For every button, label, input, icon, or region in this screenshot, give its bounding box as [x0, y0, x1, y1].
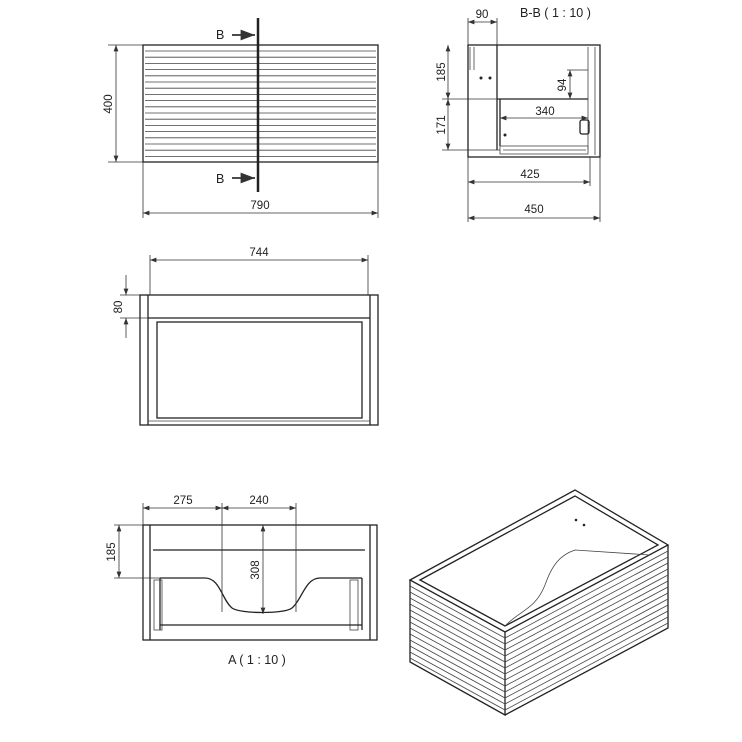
- slat-line: [504, 550, 669, 639]
- slat-line: [409, 627, 506, 681]
- dim-inner-depth: 425: [520, 169, 539, 181]
- slat-line: [504, 610, 669, 699]
- slat-line: [504, 568, 669, 657]
- slat-line: [504, 592, 669, 681]
- dim-drawer-depth: 340: [535, 106, 554, 118]
- view-a: 275 240 185 308 A ( 1 : 10 ): [106, 495, 378, 667]
- dim-depth: 450: [524, 204, 543, 216]
- dim-top: 90: [476, 9, 489, 21]
- slat-line: [504, 580, 669, 669]
- isometric-view: [408, 489, 670, 717]
- section-view: B-B ( 1 : 10 ) 90 185 171 94 340 425 450: [436, 6, 601, 222]
- dim-a-depth: 185: [106, 542, 118, 561]
- front-slats: [145, 50, 376, 157]
- slat-line: [504, 622, 669, 711]
- slat-line: [409, 621, 506, 675]
- slat-line: [504, 556, 669, 645]
- slat-line: [409, 603, 506, 657]
- dim-drawer-height: 94: [557, 78, 569, 91]
- dim-upper: 185: [436, 62, 448, 81]
- slat-line: [504, 586, 669, 675]
- slat-line: [504, 562, 669, 651]
- section-label-bottom: B: [216, 172, 224, 186]
- slat-line: [504, 598, 669, 687]
- isometric-slats: [409, 550, 669, 711]
- slat-line: [409, 639, 506, 693]
- slat-line: [504, 616, 669, 705]
- dim-lower: 171: [436, 115, 448, 134]
- slat-line: [409, 615, 506, 669]
- slat-line: [409, 633, 506, 687]
- dim-top-width: 744: [249, 247, 269, 259]
- dim-a-left: 275: [173, 495, 192, 507]
- top-view: 744 80: [113, 247, 379, 426]
- dim-top-depth: 80: [113, 301, 125, 314]
- dim-width: 790: [250, 200, 269, 212]
- dim-a-cutout: 240: [249, 495, 268, 507]
- dim-a-cutout-depth: 308: [250, 560, 262, 579]
- slat-line: [409, 651, 506, 705]
- slat-line: [409, 597, 506, 651]
- slat-line: [409, 591, 506, 645]
- slat-line: [409, 585, 506, 639]
- slat-line: [409, 609, 506, 663]
- slat-line: [409, 657, 506, 711]
- dim-height: 400: [103, 94, 115, 113]
- view-a-title: A ( 1 : 10 ): [228, 653, 286, 667]
- section-title: B-B ( 1 : 10 ): [520, 6, 591, 20]
- slat-line: [409, 645, 506, 699]
- front-view: B B 400 790: [103, 18, 379, 218]
- slat-line: [504, 604, 669, 693]
- section-label-top: B: [216, 28, 224, 42]
- slat-line: [504, 574, 669, 663]
